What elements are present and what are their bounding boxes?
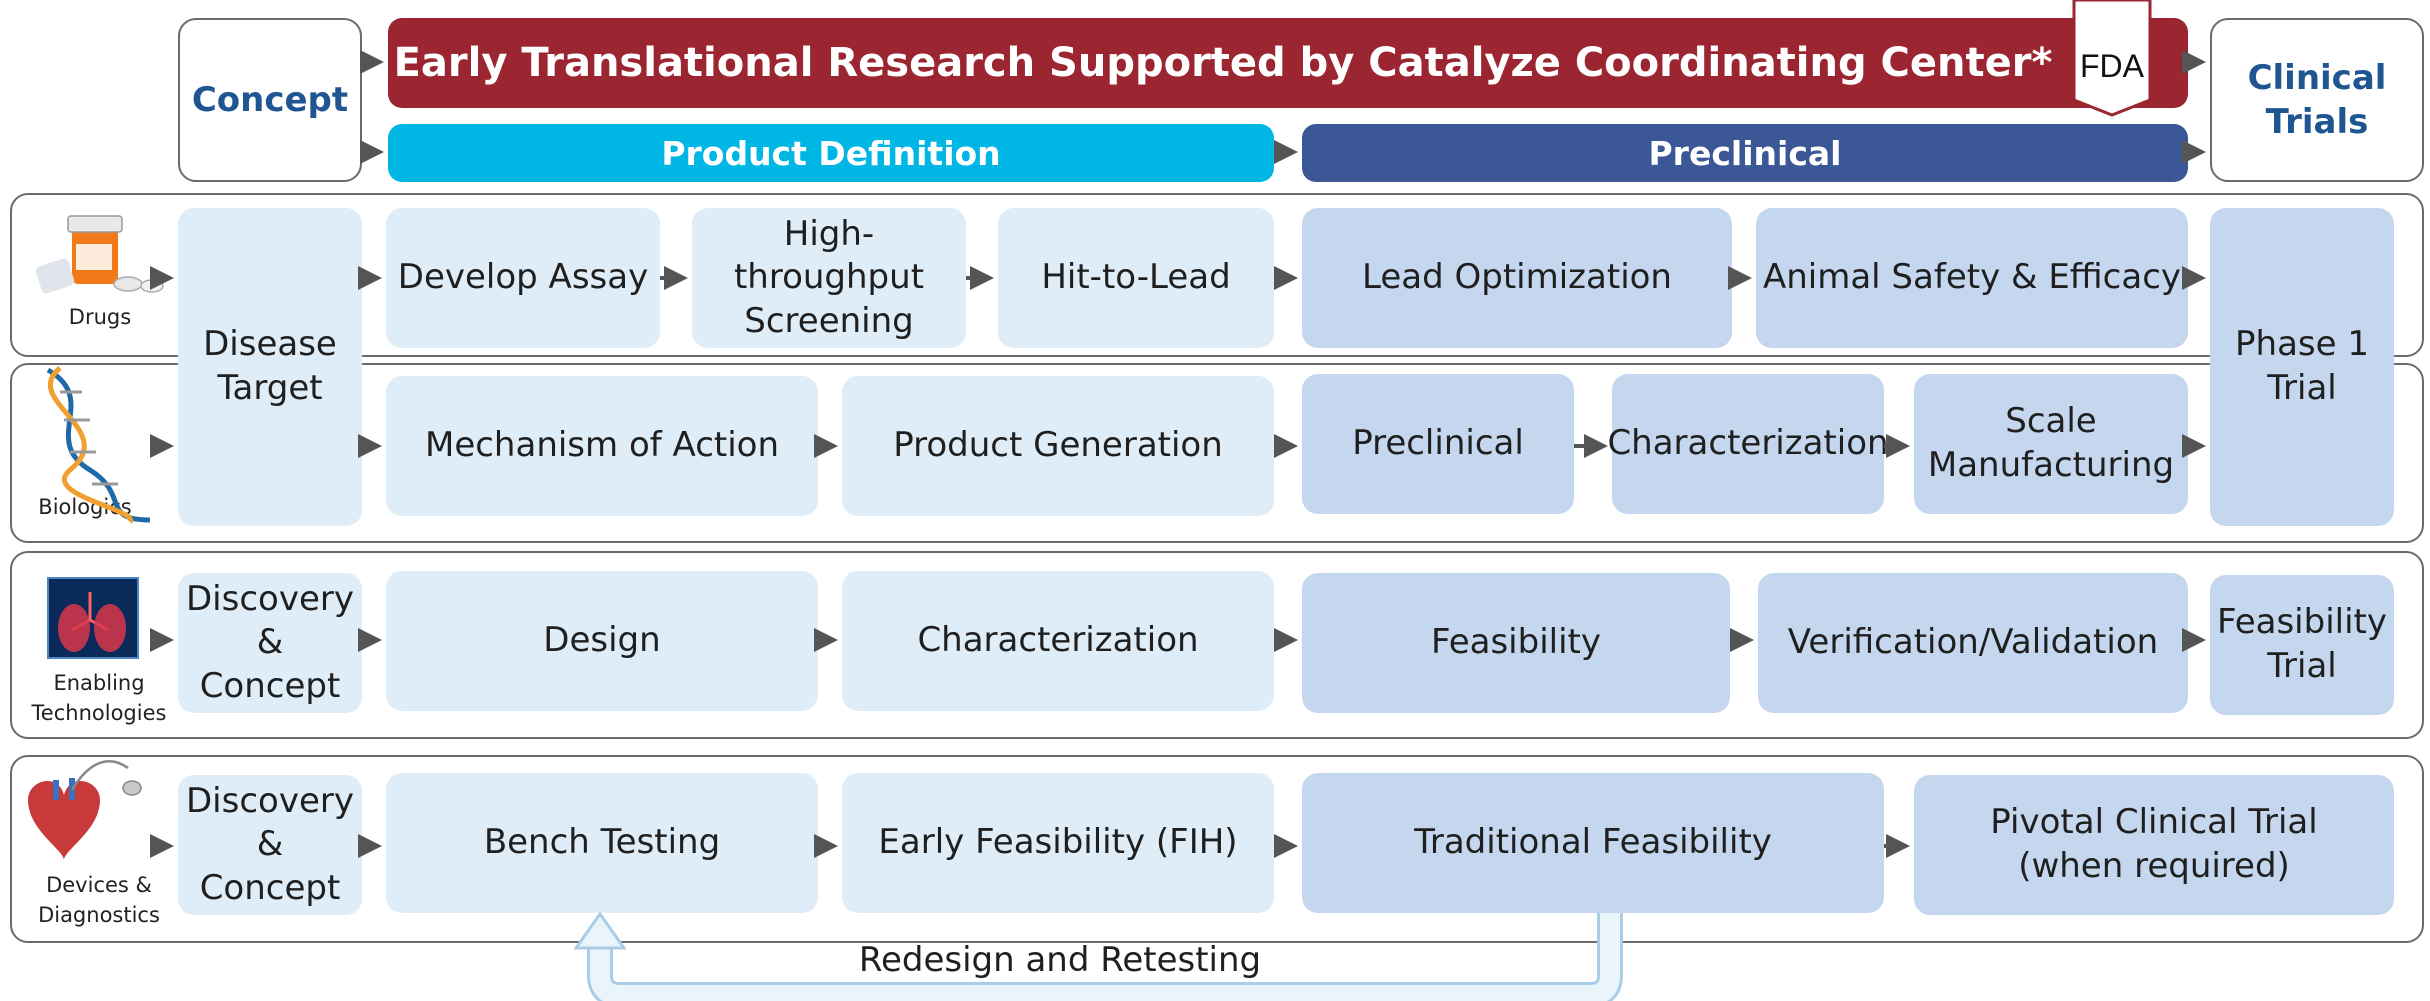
drugs-row-frame: [10, 193, 2424, 357]
redesign-retesting-label: Redesign and Retesting: [858, 940, 1262, 980]
early-translational-research-bar: Early Translational Research Supported b…: [388, 18, 2188, 108]
main-bar-title: Early Translational Research Supported b…: [393, 40, 2053, 86]
product-definition-bar: Product Definition: [388, 124, 1274, 182]
enabling-row-label: Enabling Technologies: [31, 671, 167, 726]
preclinical-bar: Preclinical: [1302, 124, 2188, 182]
animal-safety-efficacy-box: Animal Safety & Efficacy: [1756, 208, 2188, 348]
verification-validation-box: Verification/Validation: [1758, 573, 2188, 713]
phase1-trial-box: Phase 1 Trial: [2210, 208, 2394, 526]
mechanism-of-action-box: Mechanism of Action: [386, 376, 818, 516]
preclinical-header-label: Preclinical: [1648, 133, 1842, 173]
enabling-characterization-box: Characterization: [842, 571, 1274, 711]
biologics-characterization-box: Characterization: [1607, 374, 1889, 514]
drugs-row-label: Drugs: [68, 305, 132, 329]
design-box: Design: [386, 571, 818, 711]
hit-to-lead-box: Hit-to-Lead: [998, 208, 1274, 348]
early-feasibility-fih-box: Early Feasibility (FIH): [842, 773, 1274, 913]
biologics-row-frame: [10, 363, 2424, 543]
lead-optimization-box: Lead Optimization: [1302, 208, 1732, 348]
product-definition-label: Product Definition: [661, 133, 1001, 173]
concept-frame: [178, 18, 362, 182]
enabling-row-frame: [10, 551, 2424, 739]
disease-target-box: Disease Target: [178, 208, 362, 526]
pivotal-clinical-trial-box: Pivotal Clinical Trial (when required): [1914, 775, 2394, 915]
bench-testing-box: Bench Testing: [386, 773, 818, 913]
high-throughput-screening-box: High-throughput Screening: [692, 208, 966, 348]
feasibility-trial-box: Feasibility Trial: [2210, 575, 2394, 715]
scale-manufacturing-box: Scale Manufacturing: [1914, 374, 2188, 514]
clinical-trials-frame: [2210, 18, 2424, 182]
develop-assay-box: Develop Assay: [386, 208, 660, 348]
concept-label: Concept: [191, 79, 349, 120]
enabling-discovery-concept-box: Discovery & Concept: [178, 573, 362, 713]
product-generation-box: Product Generation: [842, 376, 1274, 516]
biologics-preclinical-box: Preclinical: [1302, 374, 1574, 514]
biologics-row-label: Biologics: [38, 495, 132, 519]
clinical-trials-label: Clinical Trials: [2247, 57, 2387, 142]
devices-discovery-concept-box: Discovery & Concept: [178, 775, 362, 915]
feasibility-box: Feasibility: [1302, 573, 1730, 713]
traditional-feasibility-box: Traditional Feasibility: [1302, 773, 1884, 913]
devices-row-label: Devices & Diagnostics: [38, 873, 160, 928]
